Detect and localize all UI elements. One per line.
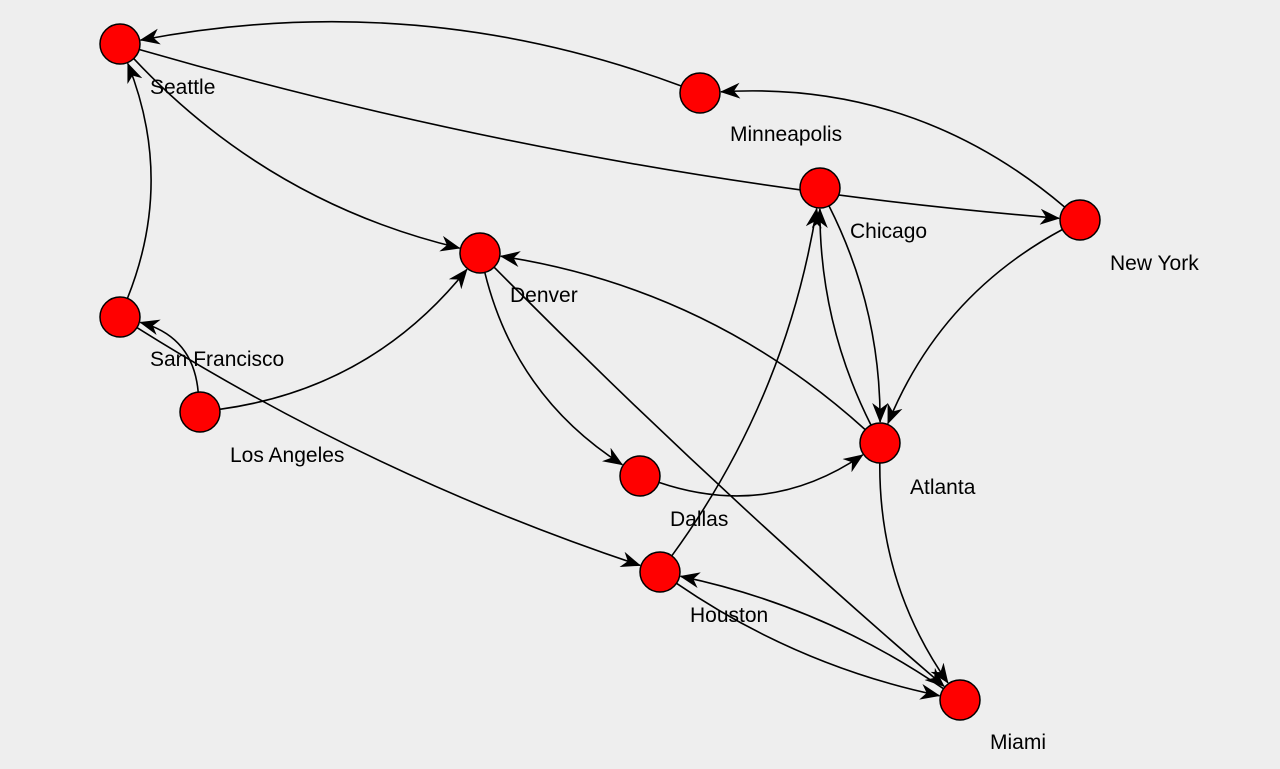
node-seattle[interactable] (99, 23, 141, 65)
edge-atlanta-to-denver (499, 251, 866, 431)
edge-minneapolis-to-seattle (139, 20, 682, 87)
edge-denver-to-dallas (484, 272, 624, 466)
edge-seattle-to-denver (133, 58, 461, 252)
node-chicago[interactable] (799, 167, 841, 209)
node-label-denver: Denver (510, 284, 578, 307)
edge-san-francisco-to-houston (136, 326, 642, 567)
node-dallas[interactable] (619, 455, 661, 497)
nodes-layer (99, 23, 1101, 721)
node-label-houston: Houston (690, 604, 768, 627)
edge-los-angeles-to-denver (219, 268, 468, 411)
node-new-york[interactable] (1059, 199, 1101, 241)
node-houston[interactable] (639, 551, 681, 593)
node-label-dallas: Dallas (670, 508, 728, 531)
edge-dallas-to-atlanta (658, 454, 864, 497)
node-miami[interactable] (939, 679, 981, 721)
edge-atlanta-to-chicago (811, 208, 872, 426)
node-label-san-francisco: San Francisco (150, 348, 284, 371)
node-label-new-york: New York (1110, 252, 1199, 275)
edge-houston-to-miami (676, 582, 941, 700)
edge-chicago-to-atlanta (828, 205, 889, 423)
edge-seattle-to-new-york (138, 48, 1061, 225)
node-label-chicago: Chicago (850, 220, 927, 243)
node-label-atlanta: Atlanta (910, 476, 976, 499)
edge-miami-to-houston (679, 572, 944, 690)
node-minneapolis[interactable] (679, 72, 721, 114)
edge-houston-to-chicago (671, 207, 822, 557)
node-denver[interactable] (459, 232, 501, 274)
node-label-miami: Miami (990, 731, 1046, 754)
node-los-angeles[interactable] (179, 391, 221, 433)
node-san-francisco[interactable] (99, 296, 141, 338)
node-label-seattle: Seattle (150, 76, 215, 99)
edge-atlanta-to-miami (878, 462, 949, 684)
node-label-minneapolis: Minneapolis (730, 123, 842, 146)
edge-denver-to-miami (493, 266, 945, 687)
edges-layer (126, 20, 1066, 700)
edge-los-angeles-to-san-francisco (139, 319, 199, 393)
edge-new-york-to-atlanta (887, 228, 1063, 425)
edge-san-francisco-to-seattle (126, 62, 152, 299)
node-label-los-angeles: Los Angeles (230, 444, 344, 467)
edge-new-york-to-minneapolis (720, 82, 1066, 208)
node-atlanta[interactable] (859, 422, 901, 464)
